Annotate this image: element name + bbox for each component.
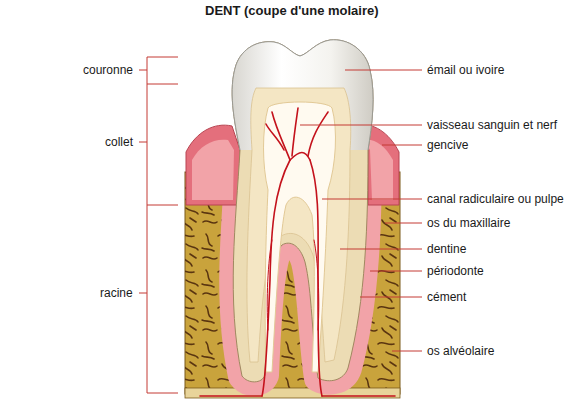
diagram-title: DENT (coupe d'une molaire) <box>205 3 379 19</box>
region-label: racine <box>100 286 133 300</box>
part-label: os du maxillaire <box>427 216 510 230</box>
part-label: périodonte <box>427 264 484 278</box>
part-label: vaisseau sanguin et nerf <box>427 118 557 132</box>
part-label: os alvéolaire <box>427 344 494 358</box>
part-label: gencive <box>427 138 468 152</box>
part-label: cément <box>427 290 466 304</box>
part-label: émail ou ivoire <box>427 63 504 77</box>
part-label: canal radiculaire ou pulpe <box>427 192 564 206</box>
part-label: dentine <box>427 242 466 256</box>
region-label: collet <box>105 135 133 149</box>
region-label: couronne <box>83 63 133 77</box>
